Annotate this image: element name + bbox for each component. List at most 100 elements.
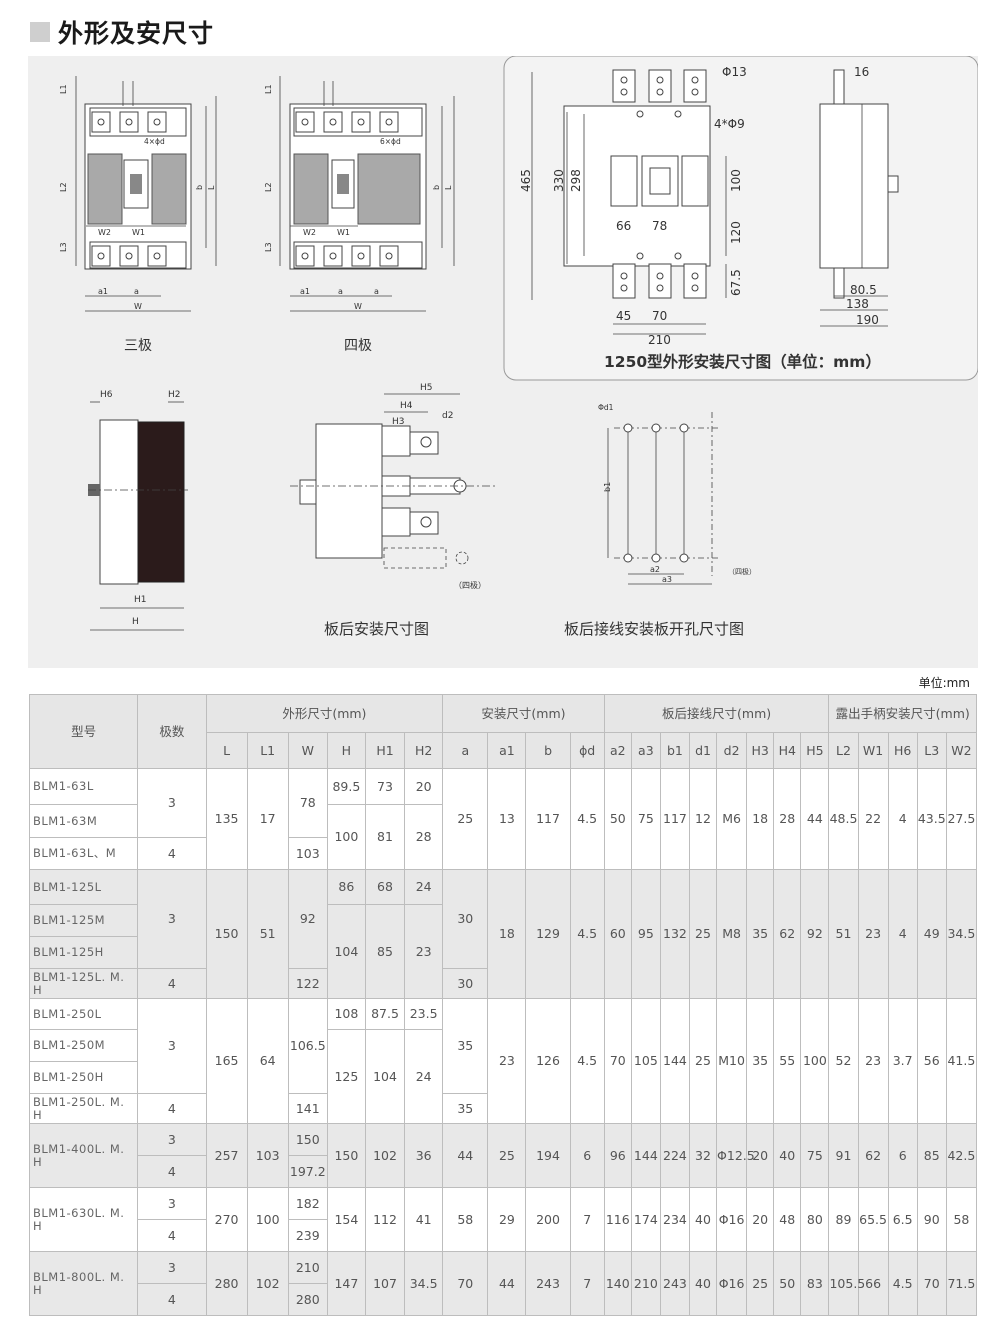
column-header: d1: [688, 732, 718, 769]
three-pole-drawing: L1 L2 L3 b L 4×ϕd W2 W1 a1 a W 三极: [59, 76, 217, 354]
table-cell: 224: [659, 1123, 690, 1188]
table-cell: 144: [630, 1123, 661, 1188]
table-cell: 280: [287, 1283, 328, 1316]
spec-table: 型号 极数 外形尺寸(mm) 安装尺寸(mm) 板后接线尺寸(mm) 露出手柄安…: [28, 694, 978, 1316]
table-cell: 174: [630, 1187, 661, 1252]
poles-cell: 4: [137, 968, 207, 999]
label-H4: H4: [400, 401, 413, 411]
f1250-drawing: 465 330 298 100 120 67.5 Φ13 4*Φ9 66 78 …: [503, 56, 978, 381]
side-dark-block: [137, 421, 185, 583]
table-cell: 62: [857, 1123, 889, 1188]
table-cell: 6: [569, 1123, 605, 1188]
table-cell: 90: [916, 1187, 947, 1252]
column-header: W: [287, 732, 328, 769]
table-cell: 25: [746, 1251, 775, 1316]
label-a-4p-1: a: [338, 287, 343, 296]
table-cell: 102: [364, 1123, 406, 1188]
table-cell: 41: [404, 1187, 444, 1252]
column-header: H6: [887, 732, 918, 769]
model-cell: BLM1-63L、M: [28, 837, 139, 870]
rear-mount-drawing: H5 H4 H3 d2 （四极） 板后安装尺寸图: [290, 383, 498, 638]
table-cell: 71.5: [945, 1251, 978, 1316]
column-header: a: [442, 732, 489, 769]
label-210: 210: [648, 333, 671, 347]
label-78: 78: [652, 219, 667, 233]
label-298: 298: [569, 169, 583, 192]
label-465: 465: [519, 169, 533, 192]
table-cell: 42.5: [945, 1123, 978, 1188]
table-cell: 89: [828, 1187, 859, 1252]
table-cell: 210: [287, 1251, 328, 1284]
table-cell: 103: [246, 1123, 289, 1188]
label-W2-4p: W2: [303, 228, 316, 237]
column-header: H2: [404, 732, 444, 769]
table-row: BLM1-63L、M 4 103: [28, 837, 977, 870]
table-cell: 280: [205, 1251, 248, 1316]
poles-cell: 4: [137, 1093, 207, 1124]
table-cell: 44: [487, 1251, 527, 1316]
label-a3: a3: [662, 575, 672, 584]
label-L1-4p: L1: [264, 84, 273, 94]
table-cell: 257: [205, 1123, 248, 1188]
poles-cell: 3: [137, 998, 207, 1094]
table-cell: 182: [287, 1187, 328, 1220]
f1250-side-body: [819, 103, 889, 269]
table-cell: 40: [773, 1123, 802, 1188]
unit-label: 单位:mm: [918, 676, 970, 690]
poles-cell: 3: [137, 1251, 207, 1284]
poles-cell: 4: [137, 1155, 207, 1188]
label-b-3p: b: [195, 185, 204, 190]
table-cell: 66: [857, 1251, 889, 1316]
table-cell: 7: [569, 1187, 605, 1252]
table-cell: 58: [945, 1187, 978, 1252]
label-H2: H2: [168, 390, 181, 400]
poles-cell: 4: [137, 1283, 207, 1316]
label-a1-3p: a1: [98, 287, 108, 296]
column-header: d2: [716, 732, 748, 769]
label-L2-4p: L2: [264, 182, 273, 192]
label-W2-3p: W2: [98, 228, 111, 237]
column-header: a3: [630, 732, 661, 769]
label-H6: H6: [100, 390, 113, 400]
label-b-4p: b: [432, 185, 441, 190]
label-hole-3p: 4×ϕd: [144, 137, 165, 146]
label-four-pole-paren-1: （四极）: [454, 580, 486, 590]
header-model: 型号: [28, 694, 139, 769]
section-title: 外形及安尺寸: [30, 14, 214, 50]
label-a2: a2: [650, 565, 660, 574]
label-L3-3p: L3: [59, 242, 68, 252]
header-poles: 极数: [137, 694, 207, 769]
header-mount: 安装尺寸(mm): [442, 694, 605, 733]
table-row: BLM1-125H: [28, 936, 977, 969]
table-cell: 154: [326, 1187, 366, 1252]
table-cell: 44: [442, 1123, 489, 1188]
column-header: b: [525, 732, 571, 769]
label-H3: H3: [392, 417, 405, 427]
table-cell: 239: [287, 1219, 328, 1252]
model-cell: BLM1-125M: [28, 904, 139, 937]
poles-cell: 4: [137, 1219, 207, 1252]
table-cell: 102: [246, 1251, 289, 1316]
caption-rear-wiring: 板后接线安装板开孔尺寸图: [564, 620, 744, 638]
table-cell: 150: [326, 1123, 366, 1188]
caption-rear-mount: 板后安装尺寸图: [324, 620, 429, 638]
table-cell: 147: [326, 1251, 366, 1316]
label-b1: b1: [603, 482, 612, 492]
label-a-3p: a: [134, 287, 139, 296]
label-330: 330: [552, 169, 566, 192]
label-W-3p: W: [134, 302, 142, 311]
table-cell: Φ12.5: [716, 1123, 755, 1188]
column-header: W1: [857, 732, 889, 769]
side-view-drawing: H6 H2 H1 H: [88, 390, 188, 631]
table-row: BLM1-125L. M. H 4 122 30: [28, 968, 977, 999]
model-cell: BLM1-125L: [28, 869, 139, 905]
column-header: ϕd: [569, 732, 605, 769]
label-d2: d2: [442, 411, 453, 421]
model-cell: BLM1-800L. M. H: [28, 1251, 139, 1316]
table-cell: 36: [404, 1123, 444, 1188]
column-header: b1: [659, 732, 690, 769]
